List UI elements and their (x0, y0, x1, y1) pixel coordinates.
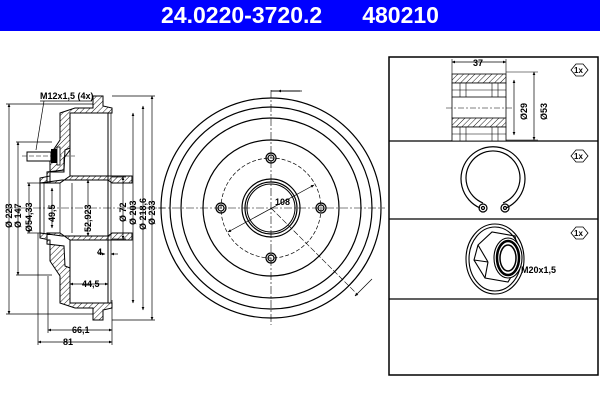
section-dimensions: Ø 223 Ø 147 Ø54,33 49,5 52,923 Ø 72 Ø 20… (4, 198, 157, 347)
circlip-drawing (460, 146, 526, 213)
part-number: 24.0220-3720.2 (161, 2, 323, 28)
dim-d203: Ø 203 (128, 200, 138, 225)
dim-d233: Ø 233 (147, 200, 157, 225)
bearing-width: 37 (473, 58, 483, 68)
bearing-outer-dia: Ø53 (539, 103, 549, 120)
svg-text:1x: 1x (574, 66, 583, 75)
dim-w81: 81 (63, 337, 73, 347)
dim-d49-5: 49,5 (47, 204, 57, 222)
svg-text:1x: 1x (574, 152, 583, 161)
dim-d54-33: Ø54,33 (24, 202, 34, 232)
dim-d147: Ø 147 (13, 203, 23, 228)
axle-nut-drawing (465, 223, 525, 295)
qty-badge-bearing: 1x (570, 63, 589, 77)
wheel-bearing-drawing: 37 Ø29 Ø53 (446, 58, 549, 142)
section-view: M12x1,5 (4x) (4, 91, 165, 347)
header-title: 24.0220-3720.2 480210 (0, 0, 600, 31)
qty-badge-circlip: 1x (570, 149, 589, 163)
thread-label: M12x1,5 (4x) (40, 91, 94, 101)
dim-d218-6: Ø 218,6 (138, 198, 148, 230)
bolt-circle-label: 108 (275, 197, 290, 207)
qty-badge-nut: 1x (570, 226, 589, 240)
dim-w4: 4 (97, 247, 102, 257)
ref-number: 480210 (362, 2, 439, 28)
front-view (158, 89, 385, 325)
bearing-inner-dia: Ø29 (519, 103, 529, 120)
dim-d72: Ø 72 (118, 202, 128, 222)
svg-text:1x: 1x (574, 229, 583, 238)
dim-d52-923: 52,923 (83, 204, 93, 232)
parts-panel: 37 Ø29 Ø53 M20x1,5 1x (388, 56, 599, 376)
nut-thread-label: M20x1,5 (521, 265, 556, 275)
dim-w44-5: 44,5 (82, 279, 100, 289)
dim-d223: Ø 223 (4, 203, 14, 228)
dim-w66-1: 66,1 (72, 325, 90, 335)
header-bar: 24.0220-3720.2 480210 (0, 0, 600, 31)
